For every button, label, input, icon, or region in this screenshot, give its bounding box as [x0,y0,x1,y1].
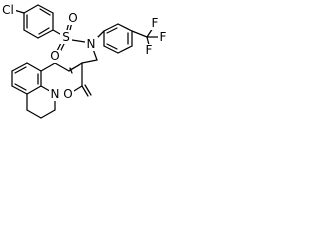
svg-text:Cl: Cl [2,3,14,17]
c-s-bond [52,29,61,35]
svg-text:N: N [87,37,96,51]
atom-o-top: O [67,11,79,25]
pyridinone-ring [40,62,83,95]
atom-f-top: F [150,16,161,30]
svg-text:S: S [62,30,70,44]
structure-drawing: Cl S O O N F F F N O [0,3,169,119]
svg-text:F: F [146,43,153,57]
atom-n-ring: N [49,87,62,101]
trifluoromethylphenyl-ring [103,23,133,54]
svg-text:O: O [50,49,59,63]
ch2-ring-bond [81,59,98,64]
svg-text:O: O [68,11,77,25]
atom-f-bottom: F [144,43,155,57]
chlorophenyl-ring [23,4,54,39]
svg-text:O: O [63,87,72,101]
atom-o-left: O [49,49,61,63]
atom-n-sulfonamide: N [85,37,98,51]
atom-f-right: F [158,30,169,44]
atom-o-carbonyl: O [62,87,74,101]
svg-text:F: F [160,30,167,44]
benzo-ring [11,62,42,95]
molecule-diagram: Cl S O O N F F F N O [0,0,186,147]
atom-cl: Cl [0,3,16,17]
svg-text:F: F [152,16,159,30]
saturated-ring [26,93,56,119]
carbonyl-bonds [81,84,92,97]
aryl-cf3-bond [131,30,148,38]
svg-text:N: N [51,87,60,101]
atom-s: S [60,30,72,44]
